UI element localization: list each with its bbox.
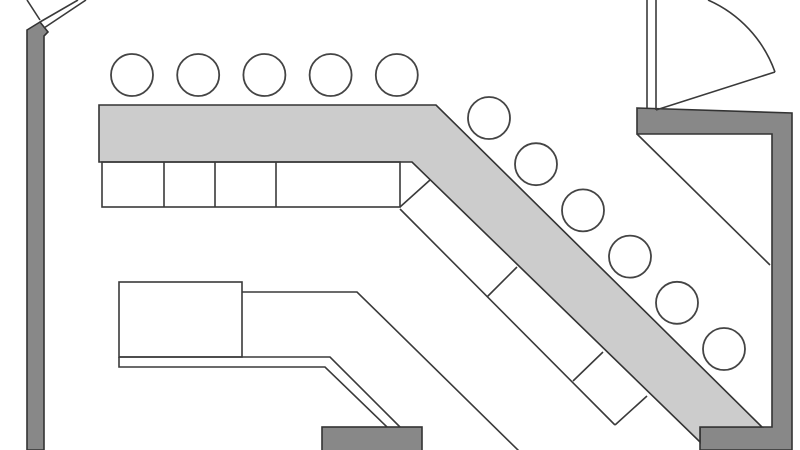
stool-top-2 [176,53,221,97]
stool-diagonal-1 [467,96,511,140]
left-wall [26,20,50,450]
bottom-wall-block [321,426,423,450]
stools [110,53,746,371]
stool-diagonal-4 [608,234,652,279]
right-diagonal-line [636,133,771,266]
stool-top-1 [110,53,154,97]
diagonal-cabinets [399,208,648,426]
stool-top-5 [374,53,419,97]
stool-diagonal-3 [561,188,605,233]
stool-diagonal-5 [655,280,699,325]
stool-diagonal-2 [514,142,558,187]
stool-diagonal-6 [702,327,746,371]
stool-top-3 [242,53,287,97]
bar-counter [98,104,764,444]
top-right-door [646,0,776,111]
lower-counter [118,281,520,450]
back-cabinets [101,161,431,208]
stool-top-4 [308,53,353,97]
top-left-door [26,0,87,29]
